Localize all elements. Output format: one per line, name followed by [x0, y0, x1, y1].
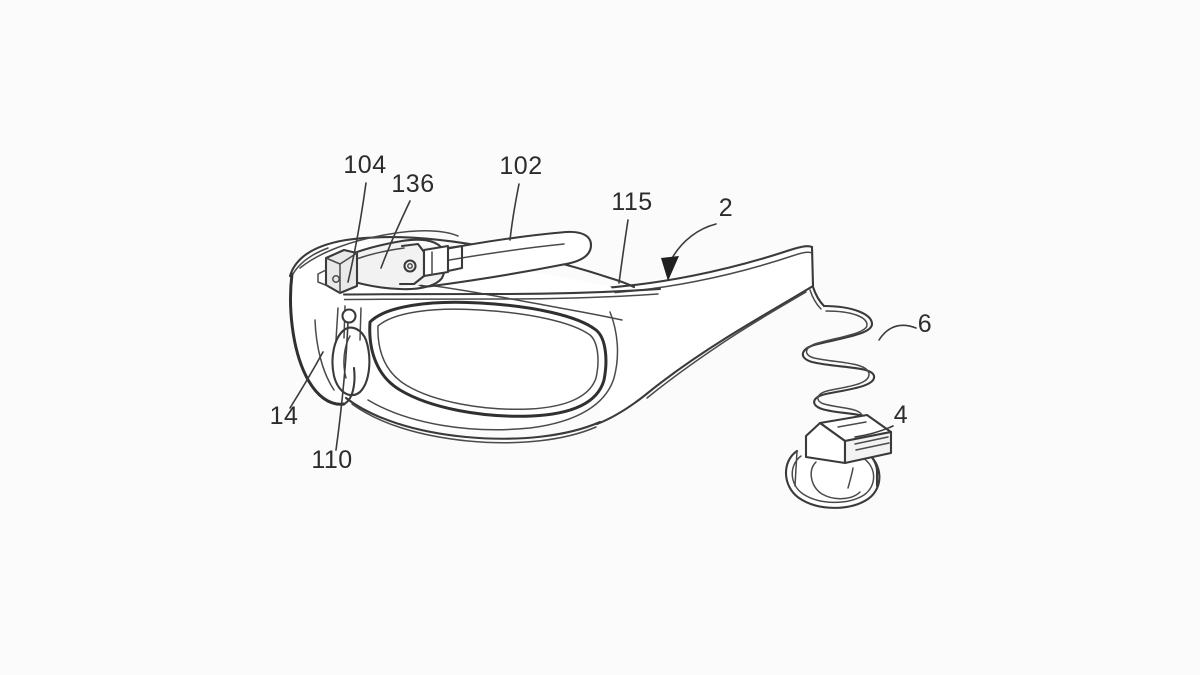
leader-104 [347, 182, 367, 283]
wrist-worn-module [784, 413, 893, 509]
ref-label-104: 104 [343, 151, 386, 179]
leader-14 [289, 351, 324, 409]
leader-102 [509, 183, 520, 241]
ref-label-115: 115 [611, 188, 652, 216]
right-temple-sweep [588, 245, 815, 426]
reference-numeral-labels: 104 136 102 115 2 14 110 6 4 [270, 151, 932, 474]
leader-6 [878, 324, 917, 341]
leader-lines [289, 182, 917, 451]
leader-4 [854, 425, 894, 438]
leader-136 [380, 200, 411, 269]
ref-label-6: 6 [918, 310, 932, 338]
leader-110 [335, 321, 349, 451]
display-engine-assembly [299, 230, 593, 295]
ref-label-110: 110 [311, 446, 352, 474]
ref-label-102: 102 [499, 152, 542, 180]
ref-label-4: 4 [894, 401, 908, 429]
ref-label-14: 14 [270, 402, 299, 430]
leader-2-arrowhead [661, 256, 679, 281]
ref-label-136: 136 [391, 170, 434, 198]
lens-opening [367, 300, 619, 431]
leader-115 [618, 219, 629, 284]
ref-label-2: 2 [719, 194, 733, 222]
nose-bridge-region [331, 305, 371, 397]
eyewear-assembly [288, 230, 815, 444]
frame-front-body [290, 240, 622, 431]
lower-frame-edge [344, 396, 602, 444]
